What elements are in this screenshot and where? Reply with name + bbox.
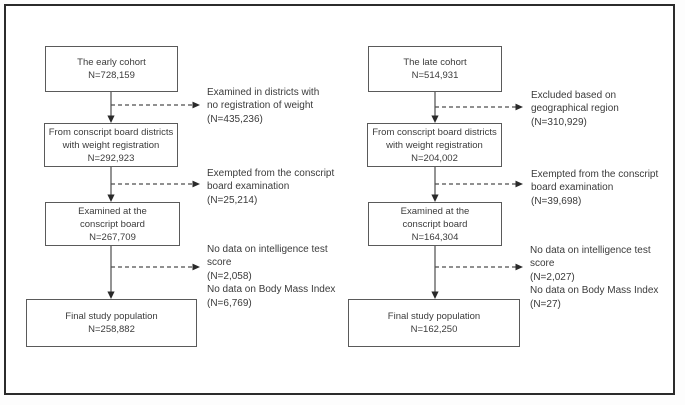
exclusion-line: No data on Body Mass Index: [207, 284, 336, 296]
flow-box-line: From conscript board districts: [372, 126, 497, 138]
exclusion-line: score: [207, 257, 232, 269]
exclusion-line: score: [530, 258, 555, 270]
flow-box-late-examined: Examined at the conscript board N=164,30…: [368, 202, 502, 246]
exclusion-note-early-exempted: Exempted from the conscript board examin…: [207, 167, 334, 207]
exclusion-count: (N=2,058): [207, 270, 252, 282]
exclusion-line: Exempted from the conscript: [531, 169, 659, 180]
flow-box-late-cohort: The late cohort N=514,931: [368, 46, 502, 92]
exclusion-line: No data on Body Mass Index: [530, 285, 659, 297]
exclusion-note-early-no-weight: Examined in districts with no registrati…: [207, 86, 319, 126]
flow-box-count: N=162,250: [410, 324, 458, 335]
exclusion-line: No data on intelligence test: [530, 245, 651, 256]
exclusion-count: (N=2,027): [530, 271, 575, 283]
flow-box-late-weight-registration: From conscript board districts with weig…: [367, 123, 502, 167]
flow-box-line: with weight registration: [62, 139, 160, 151]
flow-box-line: Examined at the: [400, 205, 470, 217]
flow-box-line: Final study population: [387, 311, 481, 322]
exclusion-line: board examination: [207, 181, 290, 193]
flow-box-line: with weight registration: [386, 139, 483, 151]
flow-box-count: N=204,002: [411, 152, 458, 164]
exclusion-count: (N=435,236): [207, 113, 263, 125]
exclusion-count: (N=310,929): [531, 116, 587, 128]
exclusion-line: geographical region: [531, 103, 619, 115]
flow-box-early-weight-registration: From conscript board districts with weig…: [44, 123, 178, 167]
flow-box-line: From conscript board districts: [48, 126, 174, 138]
exclusion-line: no registration of weight: [207, 100, 314, 112]
exclusion-count: (N=25,214): [207, 194, 258, 206]
exclusion-line: board examination: [531, 182, 614, 194]
flow-box-line: The late cohort: [403, 57, 467, 68]
exclusion-line: Examined in districts with: [207, 87, 320, 98]
exclusion-count: (N=39,698): [531, 195, 582, 207]
flow-box-line: Examined at the: [78, 205, 147, 217]
exclusion-note-late-geographical: Excluded based on geographical region (N…: [531, 89, 619, 129]
exclusion-count: (N=27): [530, 298, 561, 310]
exclusion-note-late-exempted: Exempted from the conscript board examin…: [531, 168, 658, 208]
flow-box-line: conscript board: [402, 218, 468, 230]
flow-box-count: N=258,882: [88, 324, 135, 335]
exclusion-note-late-missing-data: No data on intelligence test score (N=2,…: [530, 244, 658, 311]
flow-box-count: N=514,931: [411, 70, 459, 81]
exclusion-note-early-missing-data: No data on intelligence test score (N=2,…: [207, 243, 335, 310]
flow-box-early-final-population: Final study population N=258,882: [26, 299, 197, 347]
flow-box-late-final-population: Final study population N=162,250: [348, 299, 520, 347]
flow-box-count: N=728,159: [88, 70, 135, 81]
exclusion-line: Exempted from the conscript: [207, 168, 335, 179]
exclusion-line: Excluded based on: [531, 90, 617, 101]
flow-box-line: The early cohort: [77, 57, 146, 68]
flow-box-line: Final study population: [65, 311, 158, 322]
flow-box-count: N=292,923: [87, 152, 135, 164]
exclusion-line: No data on intelligence test: [207, 244, 328, 255]
exclusion-count: (N=6,769): [207, 297, 252, 309]
flow-box-early-cohort: The early cohort N=728,159: [45, 46, 178, 92]
flow-box-count: N=164,304: [411, 231, 459, 243]
flow-box-line: conscript board: [80, 218, 145, 230]
flow-box-early-examined: Examined at the conscript board N=267,70…: [45, 202, 180, 246]
flow-box-count: N=267,709: [89, 231, 136, 243]
